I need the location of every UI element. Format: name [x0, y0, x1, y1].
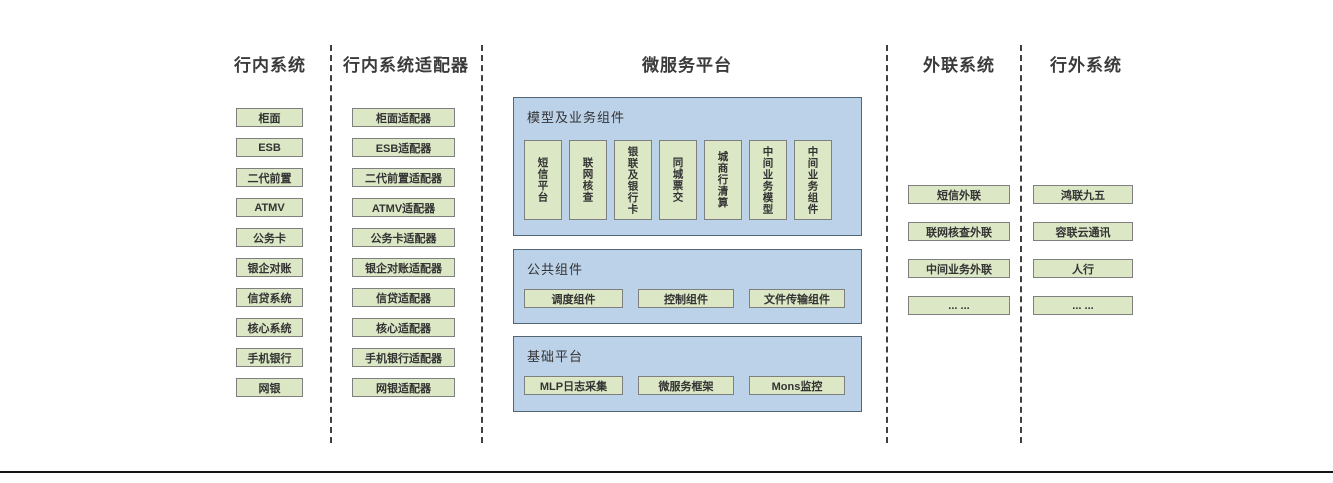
node-hexin: 核心系统 — [236, 318, 303, 337]
node-shouji-yinhang: 手机银行 — [236, 348, 303, 367]
divider-4 — [1020, 45, 1022, 443]
header-internal-adapters: 行内系统适配器 — [343, 56, 469, 75]
node-xindai: 信贷系统 — [236, 288, 303, 307]
header-internal-systems: 行内系统 — [234, 56, 306, 75]
node-erdai-qianzhi-adapter: 二代前置适配器 — [352, 168, 455, 187]
node-mlp-log-collection: MLP日志采集 — [524, 376, 623, 395]
node-gongwuka-adapter: 公务卡适配器 — [352, 228, 455, 247]
node-microservice-framework: 微服务框架 — [638, 376, 734, 395]
node-network-check-external: 联网核查外联 — [908, 222, 1010, 241]
panel-model-business-components: 模型及业务组件 短信平台 联网核查 银联及银行卡 同城票交 城商行清算 中间业务… — [513, 97, 862, 236]
panel-title: 公共组件 — [527, 262, 584, 277]
column-internal-systems: 柜面 ESB 二代前置 ATMV 公务卡 银企对账 信贷系统 核心系统 手机银行… — [236, 108, 303, 397]
node-gongwuka: 公务卡 — [236, 228, 303, 247]
divider-3 — [886, 45, 888, 443]
panel-title: 模型及业务组件 — [527, 110, 626, 125]
model-component-row: 短信平台 联网核查 银联及银行卡 同城票交 城商行清算 中间业务模型 中间业务组… — [524, 140, 832, 220]
node-unionpay-bankcard: 银联及银行卡 — [614, 140, 652, 220]
panel-title: 基础平台 — [527, 349, 584, 364]
panel-common-components: 公共组件 调度组件 控制组件 文件传输组件 — [513, 249, 862, 324]
node-ronglian-cloud: 容联云通讯 — [1033, 222, 1133, 241]
common-component-row: 调度组件 控制组件 文件传输组件 — [524, 289, 845, 308]
panel-base-platform: 基础平台 MLP日志采集 微服务框架 Mons监控 — [513, 336, 862, 412]
node-yinqi-duizhang: 银企对账 — [236, 258, 303, 277]
node-outside-ellipsis: ... ... — [1033, 296, 1133, 315]
node-shouji-yinhang-adapter: 手机银行适配器 — [352, 348, 455, 367]
node-esb: ESB — [236, 138, 303, 157]
node-control-component: 控制组件 — [638, 289, 734, 308]
node-erdai-qianzhi: 二代前置 — [236, 168, 303, 187]
node-city-bill-exchange: 同城票交 — [659, 140, 697, 220]
node-yinqi-duizhang-adapter: 银企对账适配器 — [352, 258, 455, 277]
divider-2 — [481, 45, 483, 443]
node-network-check: 联网核查 — [569, 140, 607, 220]
node-intermediate-business-model: 中间业务模型 — [749, 140, 787, 220]
node-external-ellipsis: ... ... — [908, 296, 1010, 315]
node-guimian-adapter: 柜面适配器 — [352, 108, 455, 127]
divider-1 — [330, 45, 332, 443]
node-mons-monitoring: Mons监控 — [749, 376, 845, 395]
node-scheduling-component: 调度组件 — [524, 289, 623, 308]
node-wangyin-adapter: 网银适配器 — [352, 378, 455, 397]
node-guimian: 柜面 — [236, 108, 303, 127]
column-external-link-systems: 短信外联 联网核查外联 中间业务外联 ... ... — [908, 185, 1010, 315]
node-sms-platform: 短信平台 — [524, 140, 562, 220]
header-outside-systems: 行外系统 — [1050, 56, 1122, 75]
node-honglian95: 鸿联九五 — [1033, 185, 1133, 204]
node-atmv-adapter: ATMV适配器 — [352, 198, 455, 217]
node-hexin-adapter: 核心适配器 — [352, 318, 455, 337]
header-microservice-platform: 微服务平台 — [642, 56, 732, 75]
node-sms-external: 短信外联 — [908, 185, 1010, 204]
column-outside-systems: 鸿联九五 容联云通讯 人行 ... ... — [1033, 185, 1133, 315]
base-platform-row: MLP日志采集 微服务框架 Mons监控 — [524, 376, 845, 395]
node-file-transfer-component: 文件传输组件 — [749, 289, 845, 308]
node-wangyin: 网银 — [236, 378, 303, 397]
node-esb-adapter: ESB适配器 — [352, 138, 455, 157]
header-external-link-systems: 外联系统 — [923, 56, 995, 75]
node-intermediate-business-component: 中间业务组件 — [794, 140, 832, 220]
node-atmv: ATMV — [236, 198, 303, 217]
bottom-rule — [0, 471, 1333, 473]
node-intermediate-business-external: 中间业务外联 — [908, 259, 1010, 278]
node-city-bank-clearing: 城商行清算 — [704, 140, 742, 220]
node-xindai-adapter: 信贷适配器 — [352, 288, 455, 307]
node-pboc: 人行 — [1033, 259, 1133, 278]
column-internal-adapters: 柜面适配器 ESB适配器 二代前置适配器 ATMV适配器 公务卡适配器 银企对账… — [352, 108, 455, 397]
